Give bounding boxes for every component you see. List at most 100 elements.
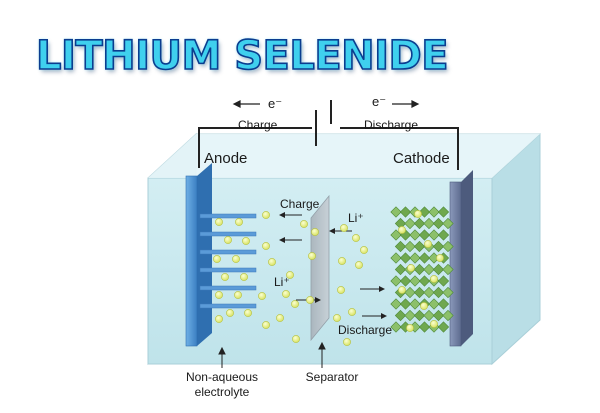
graphite-layer: [199, 249, 257, 255]
li-ion: [398, 286, 406, 294]
crystal-cell: [409, 252, 421, 264]
graphite-layer: [199, 267, 257, 273]
cathode-plate: [449, 170, 473, 347]
crystal-cell: [442, 309, 454, 322]
electrolyte-pointer-head: [218, 346, 226, 355]
li-ion: [232, 255, 240, 263]
li-ion: [430, 320, 438, 328]
li-ion: [240, 273, 248, 281]
li-ion: [282, 290, 290, 298]
cathode-wire: [340, 127, 459, 170]
electrolyte-label-line2: electrolyte: [195, 385, 250, 399]
title: LITHIUM SELENIDE: [35, 32, 449, 80]
li-ion: [340, 224, 348, 232]
li-ion: [337, 286, 345, 294]
li-ion: [360, 246, 368, 254]
li-ion: [215, 218, 223, 226]
li-ion: [234, 291, 242, 299]
li-ion-label-top: Li⁺: [348, 211, 364, 225]
ion-flow-arrows: [279, 212, 387, 319]
crystal-cell: [432, 240, 445, 253]
separator-label: Separator: [306, 370, 359, 384]
cathode-label: Cathode: [393, 150, 450, 167]
li-ion: [311, 228, 319, 236]
anode-label: Anode: [204, 150, 247, 167]
li-ion: [235, 218, 243, 226]
crystal-cell: [442, 286, 454, 299]
flow-arrow-head: [329, 228, 335, 234]
li-ion: [262, 321, 270, 329]
crystal-cell: [413, 217, 426, 230]
crystal-cell: [442, 240, 454, 253]
discharge-arrowhead: [411, 100, 420, 108]
flow-arrow-head: [379, 286, 385, 292]
li-ion: [286, 271, 294, 279]
li-ion: [244, 309, 252, 317]
li-ion: [215, 315, 223, 323]
flow-arrow-head: [381, 313, 387, 319]
crystal-cell: [413, 309, 426, 322]
li-ion: [398, 226, 406, 234]
li-ion: [414, 210, 422, 218]
crystal-cell: [437, 206, 450, 218]
li-ion: [333, 314, 341, 322]
callout-arrows: [218, 341, 326, 368]
li-ion: [407, 264, 415, 272]
crystal-cell: [390, 206, 402, 218]
flow-arrow-head: [279, 237, 285, 243]
crystal-cell: [394, 263, 407, 276]
circuit-charge-label: Charge: [238, 118, 278, 132]
circuit-arrows: [232, 100, 420, 108]
crystal-cell: [399, 252, 412, 264]
anode-wire: [198, 127, 312, 168]
li-ion: [213, 255, 221, 263]
electron-right-label: e⁻: [372, 94, 386, 109]
lithium-ions: [213, 210, 444, 346]
crystal-cell: [437, 275, 450, 287]
crystal-cell: [390, 321, 402, 333]
li-ion: [215, 291, 223, 299]
crystal-cell: [418, 321, 431, 333]
crystal-cell: [409, 275, 421, 287]
cathode-plate-front: [449, 181, 462, 347]
crystal-cell: [399, 298, 412, 310]
li-ion: [292, 335, 300, 343]
crystal-cell: [418, 206, 431, 218]
crystal-cell: [437, 229, 450, 241]
li-ion: [348, 308, 356, 316]
li-ion-label-mid: Li⁺: [274, 275, 290, 289]
electron-left-label: e⁻: [268, 96, 282, 111]
li-ion: [268, 258, 276, 266]
li-ion: [436, 254, 444, 262]
circuit-discharge-label: Discharge: [364, 118, 418, 132]
crystal-cell: [409, 229, 421, 241]
graphite-layer: [199, 213, 257, 219]
li-ion: [262, 242, 270, 250]
li-ion: [276, 314, 284, 322]
crystal-cell: [442, 263, 454, 276]
crystal-cell: [428, 298, 440, 310]
crystal-cell: [437, 321, 450, 333]
anode-plate-front: [185, 175, 198, 347]
cathode-plate-side: [461, 170, 473, 346]
graphite-layer: [199, 231, 257, 237]
anode-plate: [185, 163, 212, 347]
crystal-cell: [390, 252, 402, 264]
li-ion: [242, 237, 250, 245]
crystal-cell: [423, 217, 435, 230]
crystal-cell: [432, 286, 445, 299]
li-ion: [352, 234, 360, 242]
li-ion: [430, 275, 438, 283]
crystal-cell: [399, 206, 412, 218]
charge-arrowhead: [232, 100, 241, 108]
crystal-cell: [404, 286, 416, 299]
crystal-cell: [437, 298, 450, 310]
li-ion: [420, 302, 428, 310]
li-ion: [308, 252, 316, 260]
crystal-cell: [418, 275, 431, 287]
crystal-cell: [390, 229, 402, 241]
crystal-cell: [390, 298, 402, 310]
li-ion: [224, 236, 232, 244]
crystal-cell: [404, 240, 416, 253]
li-ion: [406, 324, 414, 332]
